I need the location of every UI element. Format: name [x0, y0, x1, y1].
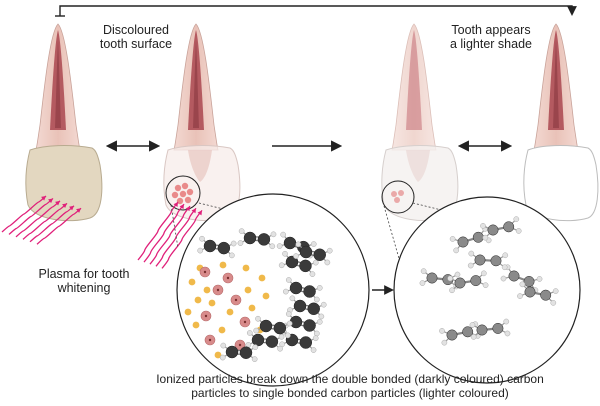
white-tooth — [523, 23, 599, 222]
label-line: a lighter shade — [449, 37, 532, 51]
plasma-wave — [137, 201, 179, 261]
carbon-molecule-single — [517, 281, 559, 306]
plasma-wave — [8, 197, 54, 235]
label-line: tooth surface — [99, 37, 173, 51]
plasma-wave-head — [69, 205, 74, 211]
plasma-wave-head — [41, 196, 46, 201]
plasma-wave — [161, 209, 203, 269]
label-line: Plasma for tooth — [38, 267, 130, 281]
ion-gold — [184, 308, 192, 316]
plasma-wave — [15, 200, 61, 238]
carbon-molecule-double — [253, 315, 293, 339]
ion-gold — [208, 299, 216, 307]
plasma-wave-head — [62, 203, 67, 208]
label-lighter-shade: Tooth appears a lighter shade — [437, 23, 545, 51]
double-bonded-molecules — [197, 228, 333, 362]
ion-cluster-small — [171, 182, 194, 205]
carbon-molecule-double — [237, 228, 277, 250]
plasma-wave-head — [76, 208, 81, 213]
ion-gold — [188, 278, 196, 286]
treated-tooth — [163, 23, 241, 222]
label-discoloured-surface: Discoloured tooth surface — [82, 23, 190, 51]
feedback-arrow — [55, 5, 577, 17]
carbon-molecule-single — [467, 250, 509, 271]
ion-gold — [194, 296, 202, 304]
plasma-wave-head — [185, 206, 190, 212]
carbon-molecule-double — [278, 250, 319, 277]
plasma-wave-head — [179, 204, 184, 210]
zoom-guides-left — [170, 202, 269, 249]
zoom-circle-ionized — [176, 193, 370, 387]
carbon-molecule-single — [500, 264, 543, 294]
label-line: Tooth appears — [451, 23, 531, 37]
label-plasma: Plasma for tooth whitening — [24, 267, 144, 295]
plasma-wave — [143, 203, 185, 263]
ion-gold — [218, 326, 226, 334]
single-bonded-molecules — [419, 216, 559, 346]
plasma-wave — [36, 207, 82, 245]
label-line: whitening — [57, 281, 111, 295]
zoom-guides-right — [383, 202, 491, 263]
whitened-translucent-tooth — [381, 23, 459, 222]
ion-gold — [242, 264, 250, 272]
caption-line: Ionized particles break down the double … — [156, 372, 544, 386]
caption: Ionized particles break down the double … — [110, 372, 590, 400]
plasma-wave — [22, 202, 68, 240]
ion-gold — [192, 321, 200, 329]
carbon-molecule-double — [293, 241, 333, 266]
ion-gold — [244, 286, 252, 294]
plasma-wave-head — [197, 210, 202, 216]
plasma-wave-head — [173, 202, 178, 207]
ion-gold — [214, 351, 222, 359]
carbon-molecule-double — [245, 330, 285, 352]
carbon-molecule-single — [469, 318, 511, 340]
carbon-molecule-single — [447, 270, 489, 294]
carbon-molecule-double — [197, 235, 237, 259]
discoloured-tooth — [25, 23, 103, 222]
caption-line: particles to single bonded carbon partic… — [191, 386, 509, 400]
ion-gold — [258, 274, 266, 282]
plasma-wave — [1, 195, 47, 233]
plasma-wave-head — [55, 200, 60, 206]
plasma-wave — [29, 205, 75, 243]
label-line: Discoloured — [102, 23, 169, 37]
carbon-molecule-double — [219, 342, 259, 362]
ion-cluster-faded — [391, 190, 404, 203]
plasma-wave-head — [191, 208, 196, 214]
ion-gold — [262, 292, 270, 300]
ion-gold — [203, 286, 211, 294]
carbon-molecule-double — [282, 277, 323, 303]
ion-gold — [219, 261, 227, 269]
zoom-circle-single-bonded — [393, 196, 581, 384]
plasma-wave — [149, 205, 191, 265]
ion-gold — [248, 304, 256, 312]
carbon-molecule-single — [480, 216, 522, 241]
plasma-wave-head — [48, 198, 53, 204]
plasma-waves-1 — [1, 195, 82, 245]
ion-gold — [226, 308, 234, 316]
